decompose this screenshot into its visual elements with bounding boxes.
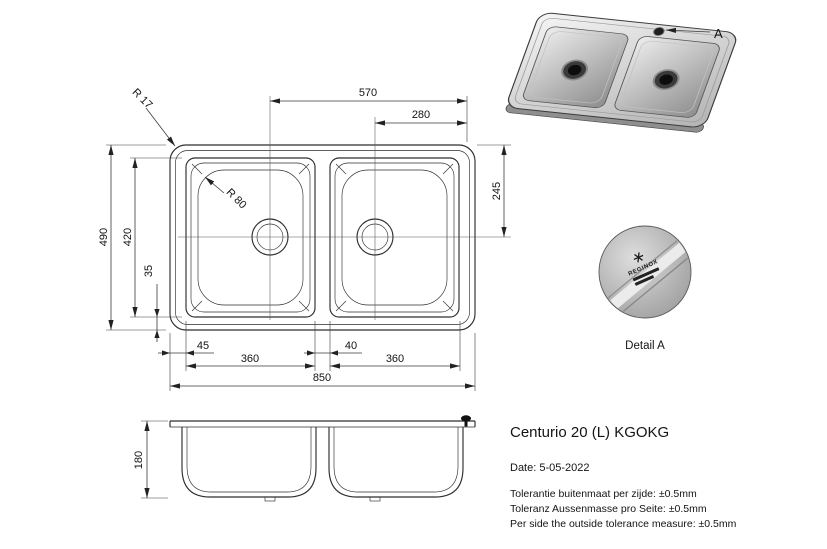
sink-rim-3d-inner	[514, 17, 730, 123]
front-right-bowl	[328, 427, 464, 498]
brand-bar-2	[634, 275, 655, 286]
tolerance-line-en: Per side the outside tolerance measure: …	[510, 518, 737, 530]
tap-hole-3d	[653, 27, 665, 36]
plan-dimensions: 570 280 R 17 R 80 490 420	[98, 86, 511, 391]
overflow-fitting-mark	[461, 415, 471, 427]
dim-40: 40	[304, 340, 362, 356]
bowl-corner-ticks	[191, 163, 310, 312]
front-right-drain-stub	[369, 496, 381, 502]
drawing-date: Date: 5-05-2022	[510, 462, 590, 474]
left-drain-3d-hole	[567, 64, 582, 76]
tolerance-line-nl: Tolerantie buitenmaat per zijde: ±0.5mm	[510, 488, 697, 500]
centerlines	[178, 96, 511, 320]
sink-rim-line	[175, 150, 470, 325]
detail-caption: Detail A	[625, 340, 665, 352]
dim-850: 850	[170, 372, 475, 389]
dim-r17-label: R 17	[130, 86, 155, 111]
dim-420-label: 420	[122, 228, 134, 246]
dim-r17: R 17	[130, 86, 176, 147]
dim-280: 280	[375, 109, 467, 126]
plan-view	[169, 96, 511, 331]
dim-45: 45	[158, 340, 214, 356]
right-drain-3d-hole	[659, 74, 673, 85]
dim-45-label: 45	[197, 340, 209, 352]
dim-280-label: 280	[412, 109, 430, 121]
front-left-bowl-inner	[186, 427, 312, 493]
dim-570: 570	[270, 87, 467, 104]
right-bowl	[329, 157, 460, 318]
dim-35: 35	[143, 265, 160, 342]
left-bowl	[185, 157, 316, 318]
dim-490-label: 490	[98, 228, 110, 246]
dim-245: 245	[491, 145, 507, 237]
dim-40-label: 40	[345, 340, 357, 352]
dim-420: 420	[122, 158, 138, 317]
tolerance-line-de: Toleranz Aussenmasse pro Seite: ±0.5mm	[510, 503, 707, 515]
section-marker: A	[665, 26, 723, 41]
dim-180: 180	[133, 420, 168, 499]
dim-245-label: 245	[491, 182, 503, 200]
front-left-drain-stub	[264, 496, 276, 502]
dim-360-right-label: 360	[386, 353, 404, 365]
bowl-corner-ticks	[335, 163, 454, 312]
dim-r80-label: R 80	[224, 186, 249, 211]
dim-360-left-label: 360	[241, 353, 259, 365]
dim-35-label: 35	[143, 265, 155, 277]
dim-490: 490	[98, 145, 114, 330]
section-marker-label: A	[714, 26, 723, 41]
dim-360-left: 360	[186, 353, 315, 369]
dim-180-label: 180	[133, 451, 145, 469]
product-title: Centurio 20 (L) KGOKG	[510, 424, 669, 441]
detail-view: REGINOX Detail A	[598, 225, 692, 352]
dim-850-label: 850	[313, 372, 331, 384]
dim-570-label: 570	[359, 87, 377, 99]
extension-lines	[106, 144, 511, 391]
title-block: Centurio 20 (L) KGOKG Date: 5-05-2022 To…	[510, 424, 737, 530]
dim-r80: R 80	[204, 176, 249, 211]
dim-360-right: 360	[330, 353, 460, 369]
left-bowl-3d-inner	[529, 31, 622, 104]
detail-texture: REGINOX	[600, 229, 690, 317]
brand-bar-1	[632, 267, 660, 282]
isometric-view	[505, 12, 737, 133]
right-bowl-3d-inner	[621, 40, 713, 113]
brand-star-icon	[633, 252, 644, 263]
sink-outline	[169, 144, 476, 331]
front-left-bowl	[181, 427, 317, 498]
front-view: 180	[133, 415, 476, 502]
front-right-bowl-inner	[333, 427, 459, 493]
